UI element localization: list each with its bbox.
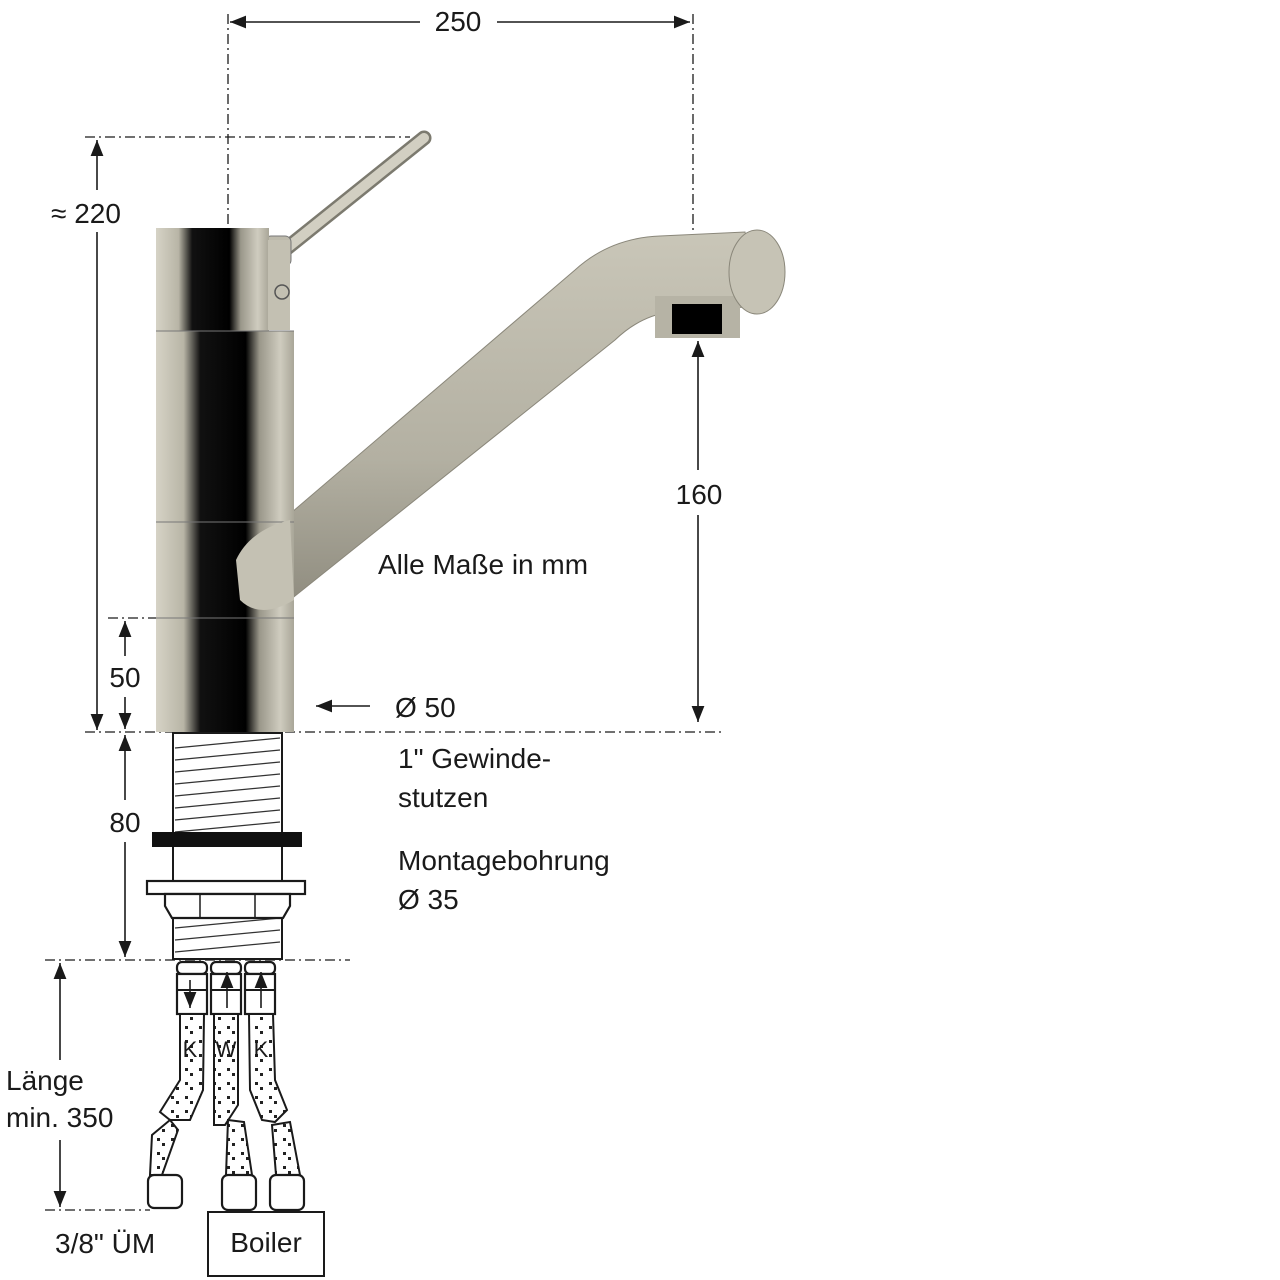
thread-line xyxy=(174,761,281,773)
mounting-plate xyxy=(145,879,307,896)
dimension-height-label: ≈ 220 xyxy=(51,198,121,229)
indicator-icon xyxy=(274,284,290,300)
supply-hoses: K W K xyxy=(146,960,306,1212)
dimension-hose-length: Länge min. 350 xyxy=(6,963,113,1207)
extension-lines xyxy=(45,14,722,1211)
faucet-body xyxy=(156,228,294,732)
hose-length-line1: Länge xyxy=(6,1065,84,1096)
thread-line xyxy=(174,785,281,797)
dimension-stud: 80 xyxy=(109,735,141,957)
dimension-body-lower: 50 xyxy=(109,621,141,729)
thread-line xyxy=(174,917,281,929)
hose-cold-left: K xyxy=(146,960,209,1210)
dimension-width-label: 250 xyxy=(435,6,482,37)
dimension-diameter: Ø 50 xyxy=(316,692,456,723)
spout xyxy=(230,229,786,611)
threaded-stud xyxy=(145,732,307,960)
boiler-label: Boiler xyxy=(230,1227,302,1258)
nut xyxy=(163,892,292,920)
thread-line xyxy=(174,809,281,821)
dimension-spout-height: 160 xyxy=(676,341,723,722)
washer xyxy=(152,832,302,847)
dimension-spout-height-label: 160 xyxy=(676,479,723,510)
thread-line xyxy=(174,737,281,749)
thread-line xyxy=(174,797,281,809)
thread-note-line1: 1" Gewinde- xyxy=(398,743,551,774)
thread-line xyxy=(174,773,281,785)
dimension-body-lower-label: 50 xyxy=(109,662,140,693)
thread-note-line2: stutzen xyxy=(398,782,488,813)
dimension-height: ≈ 220 xyxy=(51,140,121,730)
units-note: Alle Maße in mm xyxy=(378,549,588,580)
mount-note-line1: Montagebohrung xyxy=(398,845,610,876)
thread-line xyxy=(174,821,281,833)
thread-line xyxy=(174,749,281,761)
dimension-stud-label: 80 xyxy=(109,807,140,838)
hose-cold-right: K xyxy=(243,960,306,1212)
hose-length-line2: min. 350 xyxy=(6,1102,113,1133)
thread-line xyxy=(174,929,281,941)
hose-label: K xyxy=(254,1037,269,1062)
connection-label: 3/8" ÜM xyxy=(55,1228,155,1259)
thread-line xyxy=(174,941,281,953)
body-diameter-label: Ø 50 xyxy=(395,692,456,723)
hose-warm: W xyxy=(209,960,258,1212)
dimension-width: 250 xyxy=(230,6,690,37)
mount-note-line2: Ø 35 xyxy=(398,884,459,915)
hose-label: W xyxy=(216,1037,237,1062)
boiler-box: Boiler xyxy=(207,1211,325,1277)
hose-label: K xyxy=(183,1037,198,1062)
